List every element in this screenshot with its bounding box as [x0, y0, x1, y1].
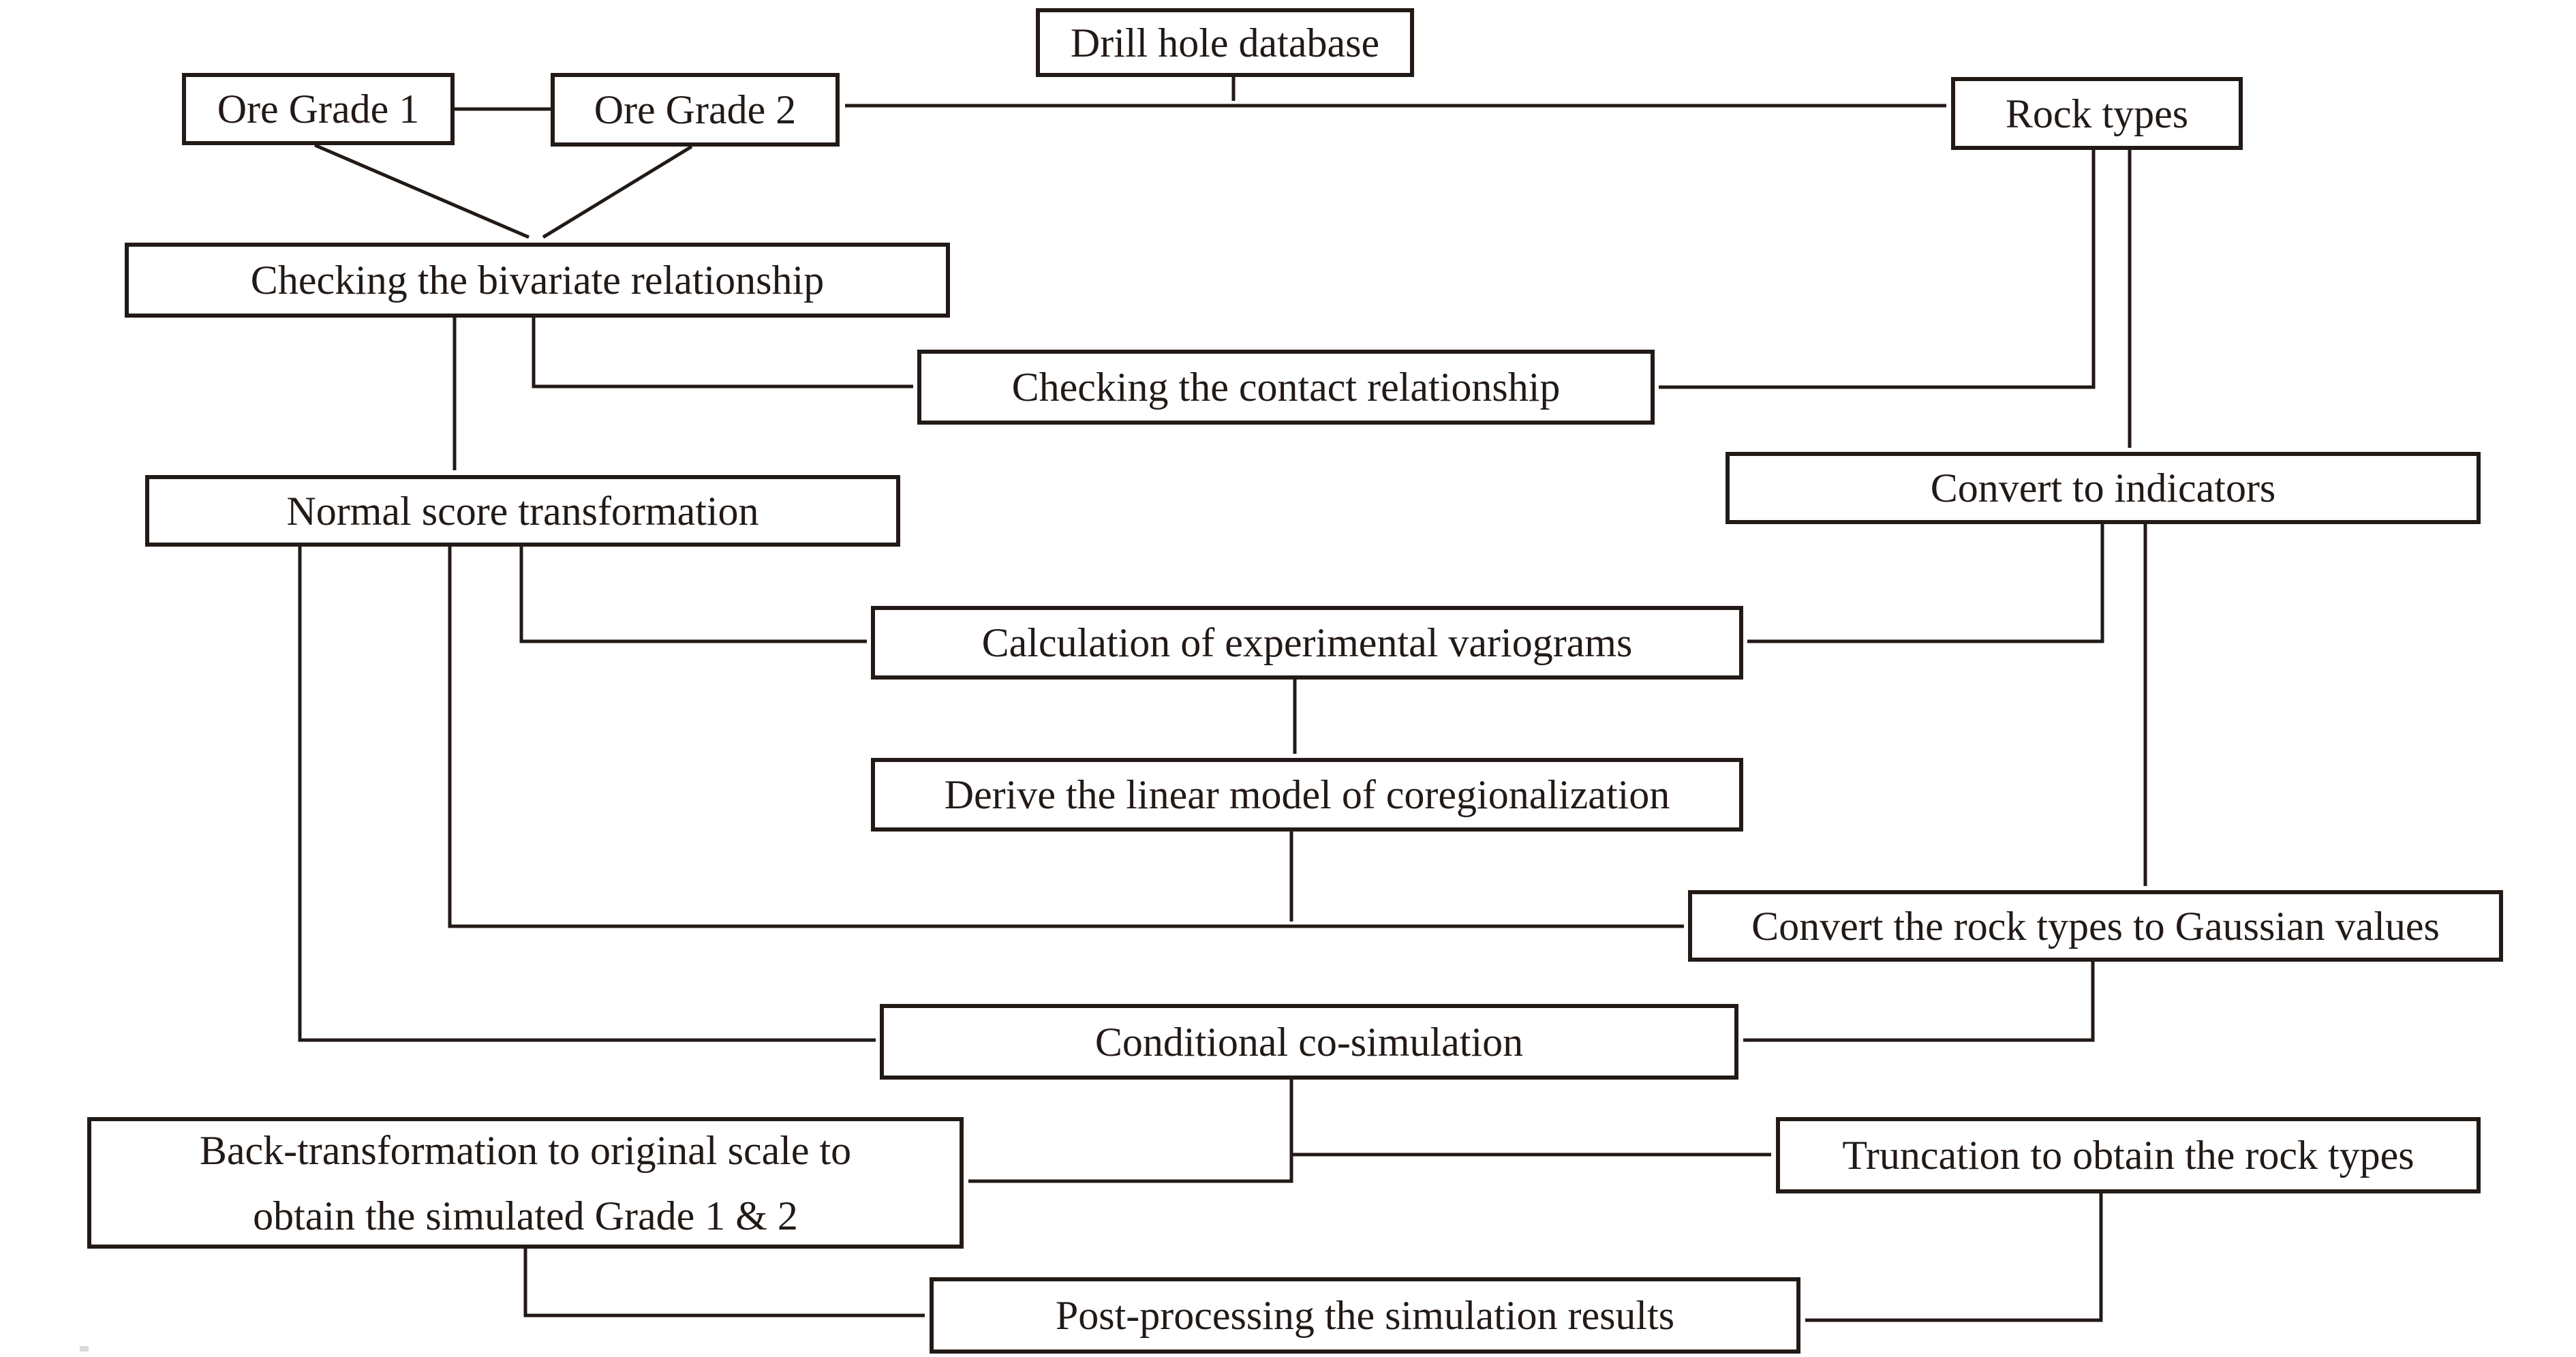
node-rock-types: Rock types — [1951, 77, 2243, 150]
node-normal-score-transformation: Normal score transformation — [145, 475, 900, 547]
node-label: Drill hole database — [1070, 20, 1380, 65]
edge-truncation-to-post-processing — [1805, 1193, 2103, 1322]
edge-gaussian-to-cosimulation — [1743, 962, 2095, 1042]
node-label: Ore Grade 2 — [594, 87, 797, 132]
node-label: Conditional co-simulation — [1094, 1019, 1524, 1065]
node-label: Truncation to obtain the rock types — [1842, 1133, 2414, 1178]
scan-smudge — [80, 1346, 89, 1352]
node-label: Derive the linear model of coregionaliza… — [944, 772, 1670, 817]
edge-bivariate-to-contact — [532, 318, 913, 388]
node-truncation-rock-types: Truncation to obtain the rock types — [1776, 1117, 2481, 1193]
edge-normal-score-to-cosimulation — [298, 547, 876, 1042]
node-label: Convert to indicators — [1930, 466, 2276, 510]
edge-ore-grade-1-to-bivariate — [314, 143, 530, 239]
node-checking-contact-relationship: Checking the contact relationship — [917, 350, 1655, 425]
node-label-line-2: obtain the simulated Grade 1 & 2 — [253, 1193, 798, 1238]
node-label: Checking the contact relationship — [1011, 365, 1561, 410]
node-drill-hole-database: Drill hole database — [1036, 8, 1414, 77]
node-label-line-1: Back-transformation to original scale to — [199, 1127, 852, 1173]
node-convert-rock-types-to-gaussian: Convert the rock types to Gaussian value… — [1688, 890, 2503, 962]
node-back-transformation: Back-transformation to original scale to… — [87, 1117, 964, 1249]
node-label: Rock types — [2005, 91, 2189, 136]
edge-normal-score-to-gaussian — [448, 547, 1684, 928]
edge-cosimulation-to-back-transformation — [968, 1080, 1293, 1183]
node-label: Ore Grade 1 — [217, 87, 420, 132]
node-label: Normal score transformation — [286, 488, 759, 534]
edge-indicators-to-variograms — [1747, 524, 2104, 643]
edge-rock-types-to-contact — [1659, 150, 2096, 389]
node-conditional-co-simulation: Conditional co-simulation — [880, 1004, 1738, 1080]
node-label: Post-processing the simulation results — [1055, 1293, 1675, 1338]
edge-normal-score-to-variograms — [519, 547, 867, 643]
node-ore-grade-2: Ore Grade 2 — [551, 73, 840, 147]
node-checking-bivariate-relationship: Checking the bivariate relationship — [125, 243, 950, 318]
node-label: Checking the bivariate relationship — [250, 258, 825, 303]
node-convert-to-indicators: Convert to indicators — [1726, 452, 2481, 524]
node-ore-grade-1: Ore Grade 1 — [182, 73, 455, 145]
node-calculation-experimental-variograms: Calculation of experimental variograms — [871, 606, 1743, 680]
edge-cosimulation-to-truncation — [1289, 1080, 1771, 1157]
node-post-processing-results: Post-processing the simulation results — [930, 1277, 1800, 1354]
edge-ore-grade-2-to-bivariate — [542, 144, 693, 239]
node-label: Convert the rock types to Gaussian value… — [1751, 903, 2440, 949]
node-label: Calculation of experimental variograms — [981, 620, 1633, 665]
node-derive-linear-model-coregionalization: Derive the linear model of coregionaliza… — [871, 758, 1743, 832]
edge-back-transformation-to-post-processing — [523, 1249, 925, 1317]
